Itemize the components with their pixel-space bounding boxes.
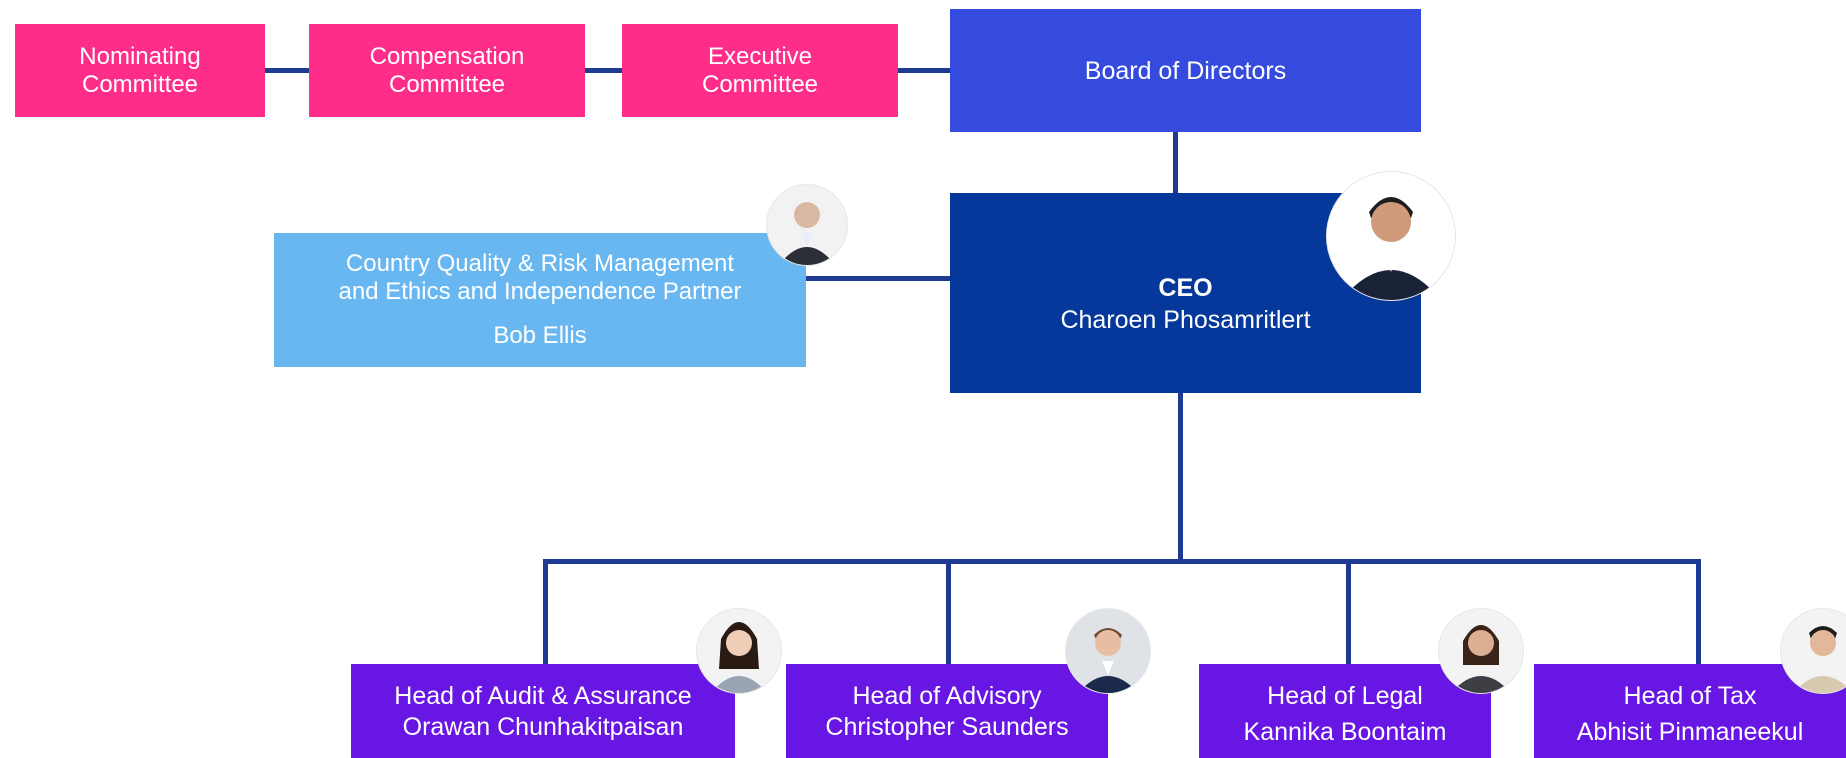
executive-committee-box: Executive Committee	[622, 24, 898, 117]
head-name: Orawan Chunhakitpaisan	[402, 713, 684, 741]
connector-committees	[264, 68, 950, 73]
connector-head-tax	[1696, 559, 1701, 665]
head-name: Christopher Saunders	[825, 713, 1069, 741]
ceo-name: Charoen Phosamritlert	[1060, 306, 1311, 334]
board-of-directors-box: Board of Directors	[950, 9, 1421, 132]
head-audit-box: Head of Audit & Assurance Orawan Chunhak…	[351, 664, 735, 758]
head-title: Head of Legal	[1267, 682, 1423, 710]
quality-risk-partner-box: Country Quality & Risk Management and Et…	[274, 233, 806, 367]
head-title: Head of Audit & Assurance	[394, 682, 692, 710]
committee-label-line2: Committee	[81, 70, 199, 98]
orawan-avatar	[697, 609, 781, 693]
nominating-committee-box: Nominating Committee	[15, 24, 265, 117]
connector-ceo-down	[1178, 393, 1183, 563]
head-advisory-box: Head of Advisory Christopher Saunders	[786, 664, 1108, 758]
quality-partner-name: Bob Ellis	[493, 322, 587, 349]
committee-label-line1: Compensation	[369, 42, 525, 70]
abhisit-avatar	[1781, 609, 1846, 693]
connector-board-ceo	[1173, 132, 1178, 194]
committee-label-line1: Executive	[707, 42, 813, 70]
head-name: Abhisit Pinmaneekul	[1576, 718, 1804, 746]
connector-head-advisory	[946, 559, 951, 665]
head-legal-box: Head of Legal Kannika Boontaim	[1199, 664, 1491, 758]
ceo-title: CEO	[1158, 274, 1213, 302]
connector-head-audit	[543, 559, 548, 665]
connector-heads-bar	[543, 559, 1701, 564]
compensation-committee-box: Compensation Committee	[309, 24, 585, 117]
head-title: Head of Tax	[1623, 682, 1757, 710]
connector-head-legal	[1346, 559, 1351, 665]
head-name: Kannika Boontaim	[1243, 718, 1447, 746]
head-tax-box: Head of Tax Abhisit Pinmaneekul	[1534, 664, 1846, 758]
christopher-avatar	[1066, 609, 1150, 693]
ceo-avatar	[1327, 172, 1455, 300]
committee-label-line2: Committee	[388, 70, 506, 98]
committee-label-line2: Committee	[701, 70, 819, 98]
quality-title-line1: Country Quality & Risk Management	[345, 250, 735, 277]
kannika-avatar	[1439, 609, 1523, 693]
committee-label-line1: Nominating	[79, 42, 201, 70]
bob-ellis-avatar	[767, 185, 847, 265]
head-title: Head of Advisory	[852, 682, 1042, 710]
connector-quality-ceo	[806, 276, 950, 281]
quality-title-line2: and Ethics and Independence Partner	[338, 278, 742, 305]
board-label: Board of Directors	[1084, 56, 1287, 85]
